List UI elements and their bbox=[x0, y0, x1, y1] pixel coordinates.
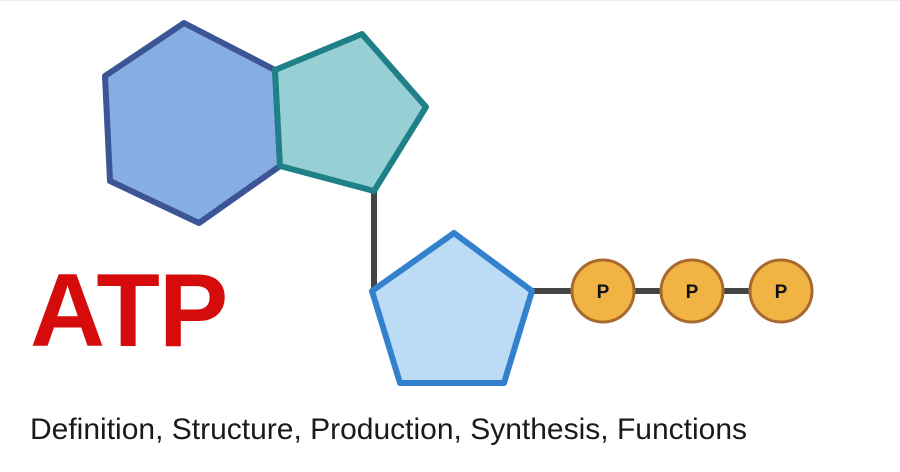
phosphate-circle bbox=[659, 258, 725, 324]
ribose-pentagon bbox=[369, 230, 535, 386]
phosphate-group-2: P bbox=[659, 258, 725, 324]
page-subtitle: Definition, Structure, Production, Synth… bbox=[30, 413, 748, 446]
adenine-pentagon bbox=[272, 31, 429, 194]
phosphate-label: P bbox=[686, 282, 699, 303]
phosphate-group-1: P bbox=[570, 258, 636, 324]
phosphate-circle bbox=[748, 258, 814, 324]
phosphate-label: P bbox=[597, 282, 610, 303]
adenine-hexagon bbox=[102, 20, 283, 226]
phosphate-group-3: P bbox=[748, 258, 814, 324]
phosphate-label: P bbox=[775, 282, 788, 303]
phosphate-circle bbox=[570, 258, 636, 324]
page-title: ATP bbox=[30, 253, 228, 369]
